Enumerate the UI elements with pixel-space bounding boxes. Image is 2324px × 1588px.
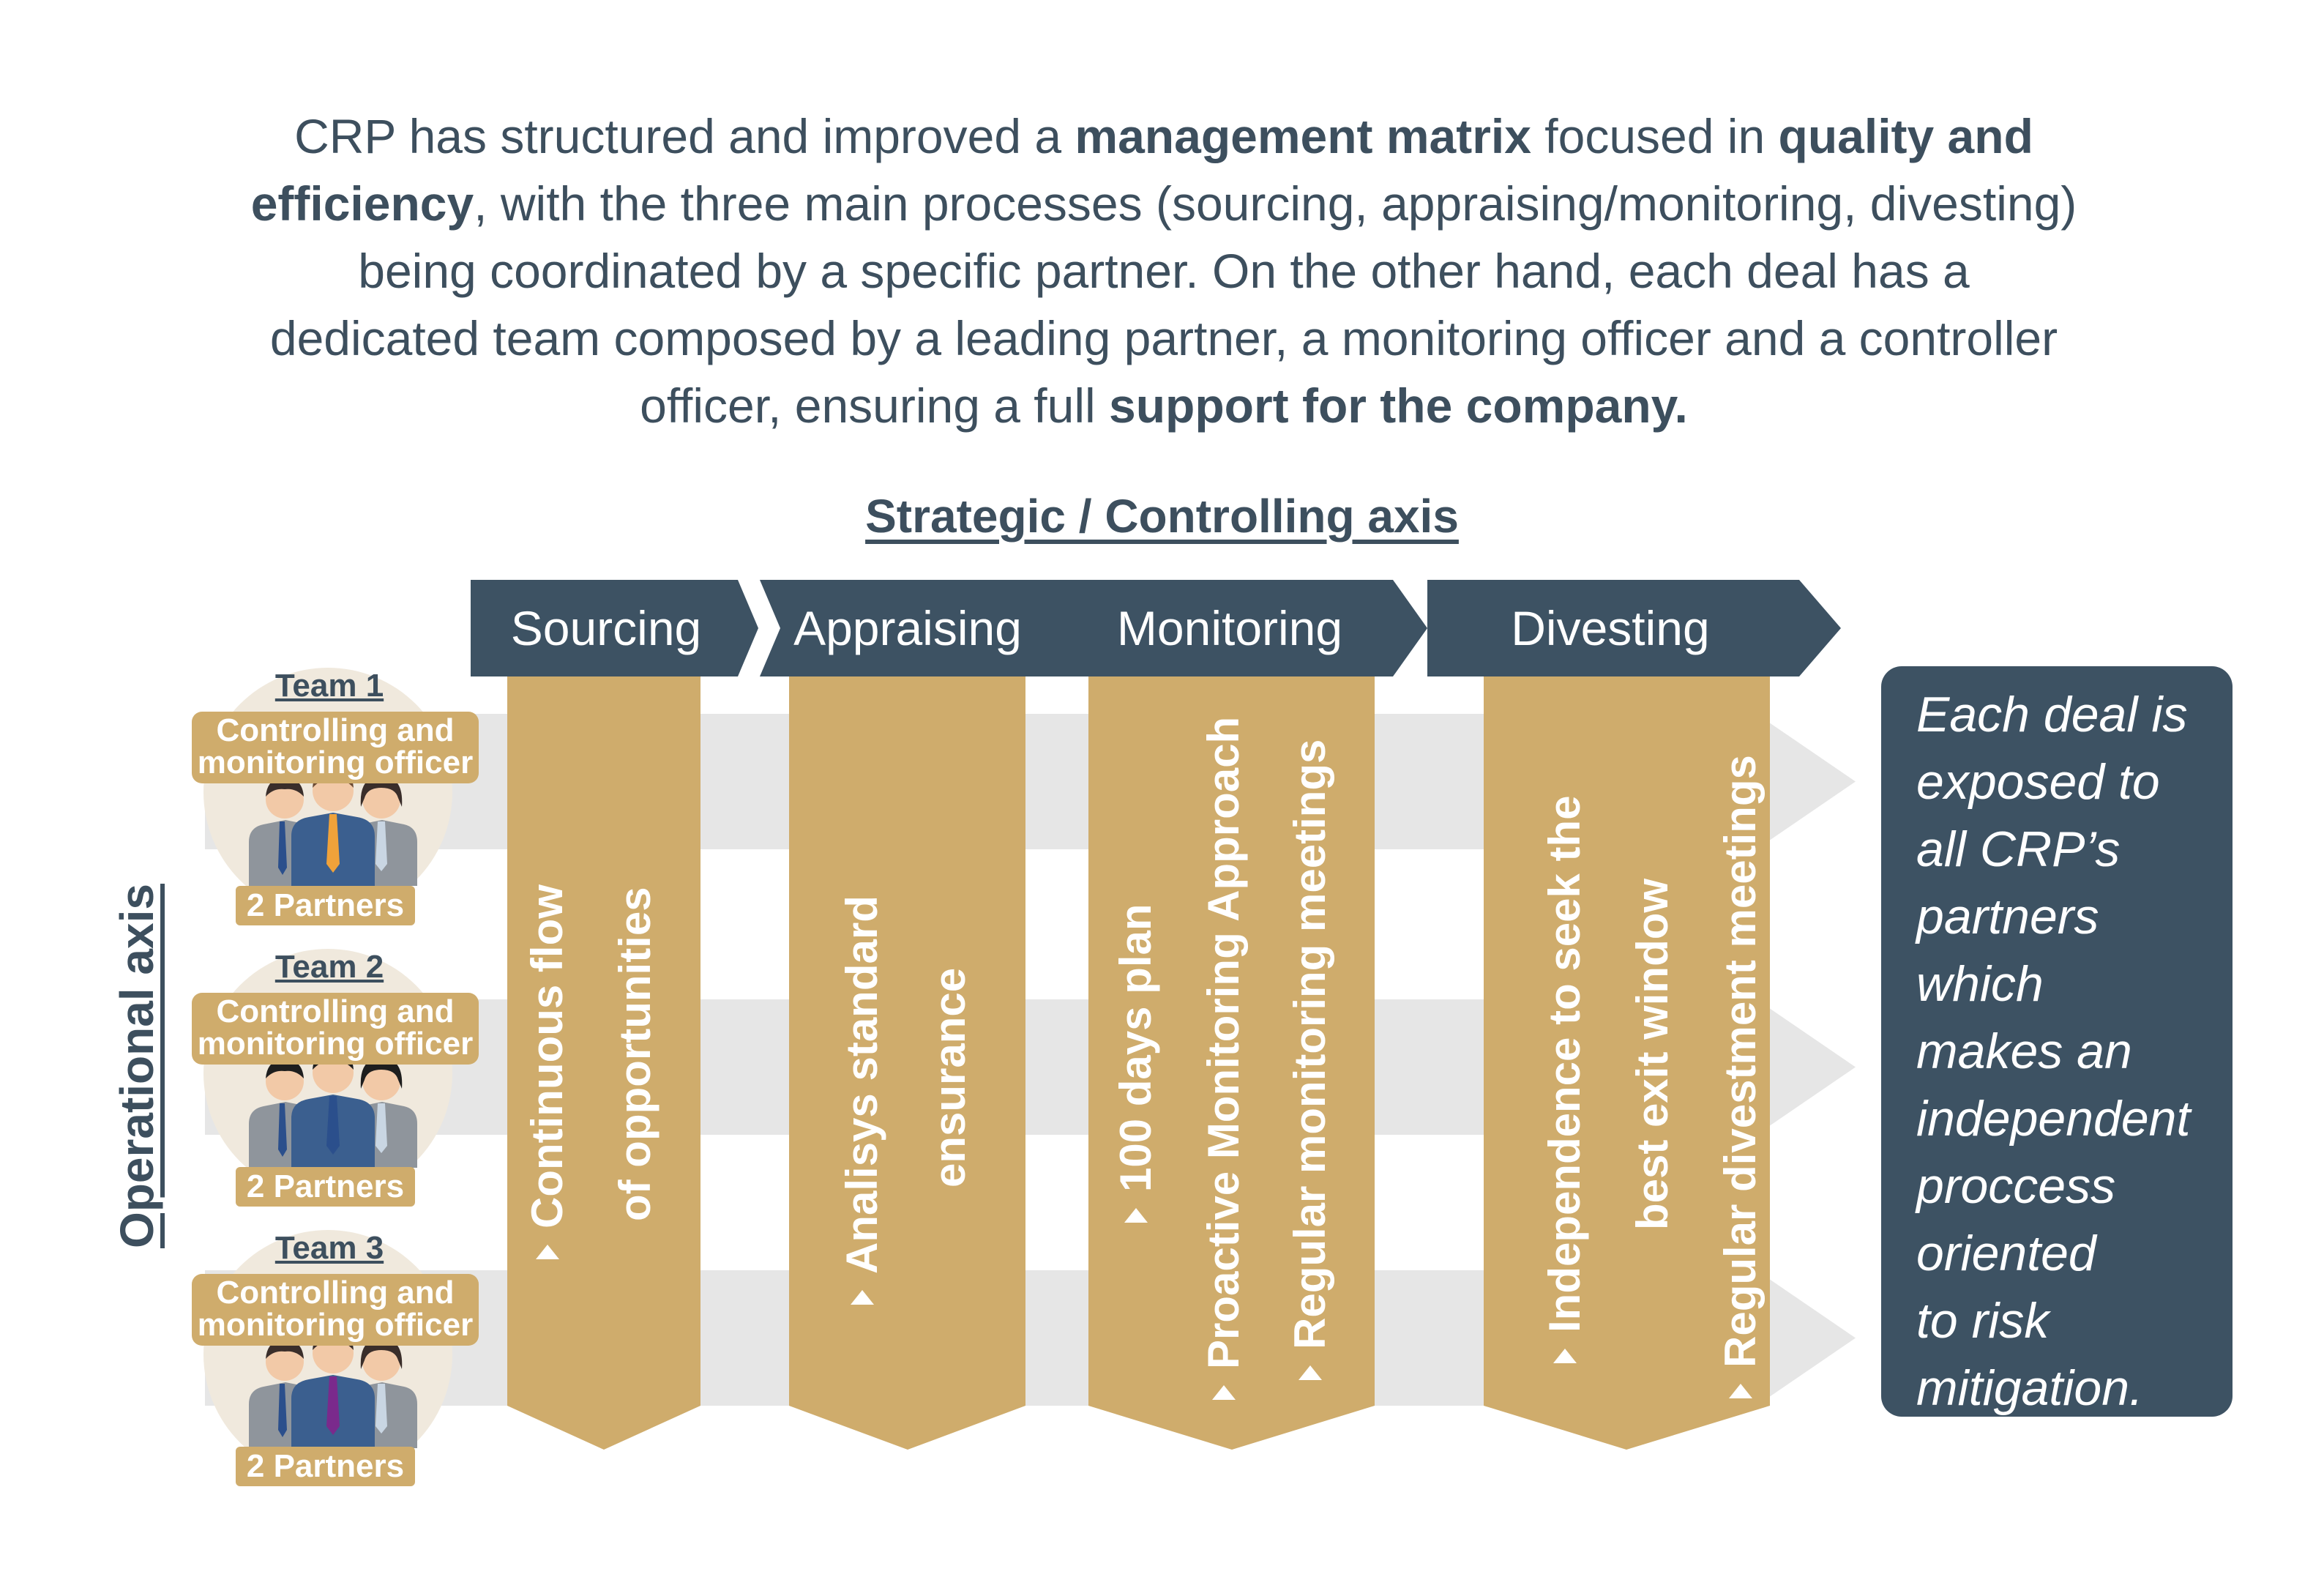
sourcing-item-1-cont: of opportunities — [610, 887, 660, 1221]
appraising-item-1: Analisys standard — [837, 895, 886, 1305]
operational-axis-title: Operational axis — [111, 884, 163, 1248]
divesting-item-1: Independence to seek the — [1540, 795, 1589, 1363]
intro-bold-1: management matrix — [1075, 109, 1531, 163]
process-label-monitoring: Monitoring — [1116, 601, 1343, 655]
process-label-divesting: Divesting — [1511, 601, 1710, 655]
sourcing-column — [507, 676, 700, 1450]
monitoring-item-3: Regular monitoring meetings — [1285, 739, 1334, 1380]
intro-text-3: , with the three main processes (sourcin… — [269, 176, 2077, 433]
team-1-people-icon — [249, 769, 417, 886]
monitoring-item-2: Proactive Monitoring Approach — [1199, 717, 1248, 1400]
divesting-column — [1484, 676, 1770, 1450]
intro-bold-2: quality and efficiency — [250, 109, 2033, 231]
team-1-title: Team 1 — [274, 668, 384, 704]
team-2-people-icon — [249, 1051, 417, 1168]
info-box-text: Each deal is exposed to all CRP’s partne… — [1916, 687, 2191, 1416]
sourcing-arrow — [471, 580, 758, 676]
team-3-people-icon — [249, 1331, 417, 1448]
team-2-title: Team 2 — [274, 949, 384, 985]
team-2-role: Controlling and monitoring officer — [192, 993, 479, 1065]
chevron-right-icon — [1299, 1365, 1322, 1380]
team-1-role: Controlling and monitoring officer — [192, 712, 479, 783]
info-box: Each deal is exposed to all CRP’s partne… — [1881, 666, 2233, 1417]
intro-bold-3: support for the company. — [1109, 379, 1688, 433]
team-3-role: Controlling and monitoring officer — [192, 1274, 479, 1346]
appraising-monitoring-arrow — [760, 580, 1427, 676]
monitoring-column — [1088, 676, 1375, 1450]
chevron-right-icon — [1124, 1208, 1148, 1223]
sourcing-item-1: Continuous flow — [523, 884, 572, 1259]
chevron-right-icon — [851, 1290, 874, 1305]
intro-paragraph: CRP has structured and improved a manage… — [249, 102, 2079, 439]
team-2-partners: 2 Partners — [236, 1167, 415, 1207]
strategic-axis-title: Strategic / Controlling axis — [865, 490, 1459, 543]
intro-text-2: focused in — [1531, 109, 1779, 163]
monitoring-item-1: 100 days plan — [1111, 903, 1160, 1223]
process-label-sourcing: Sourcing — [510, 601, 702, 655]
process-label-appraising: Appraising — [793, 601, 1022, 655]
chevron-right-icon — [536, 1245, 559, 1259]
divesting-item-1-cont: best exit window — [1628, 878, 1677, 1230]
intro-text-1: CRP has structured and improved a — [294, 109, 1075, 163]
team-3-title: Team 3 — [274, 1230, 384, 1266]
chevron-right-icon — [1212, 1385, 1236, 1400]
chevron-right-icon — [1729, 1384, 1752, 1398]
appraising-column — [789, 676, 1025, 1450]
divesting-item-2: Regular divestment meetings — [1716, 755, 1765, 1398]
chevron-right-icon — [1553, 1349, 1577, 1363]
divesting-arrow — [1427, 580, 1841, 676]
team-3-partners: 2 Partners — [236, 1447, 415, 1486]
appraising-item-1-cont: ensurance — [925, 967, 974, 1188]
team-1-partners: 2 Partners — [236, 886, 415, 925]
